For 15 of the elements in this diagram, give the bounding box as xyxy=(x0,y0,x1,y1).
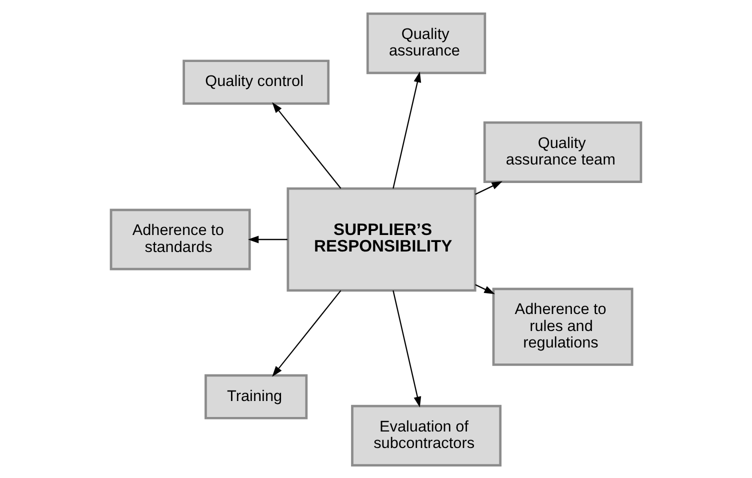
arrow xyxy=(392,71,422,188)
node-box: Quality control xyxy=(182,59,330,104)
arrow xyxy=(475,284,495,294)
arrow xyxy=(272,102,342,188)
node-box: Evaluation of subcontractors xyxy=(351,404,502,466)
node-box: Training xyxy=(204,374,308,419)
arrow xyxy=(475,180,502,194)
arrow xyxy=(248,235,288,243)
arrow xyxy=(272,290,342,376)
node-box: Adherence to standards xyxy=(110,208,251,270)
node-box: Quality assurance team xyxy=(483,120,642,182)
node-box: Quality assurance xyxy=(366,12,486,74)
node-box: SUPPLIER’S RESPONSIBILITY xyxy=(286,186,476,292)
node-box: Adherence to rules and regulations xyxy=(492,287,634,366)
arrow xyxy=(392,290,422,407)
